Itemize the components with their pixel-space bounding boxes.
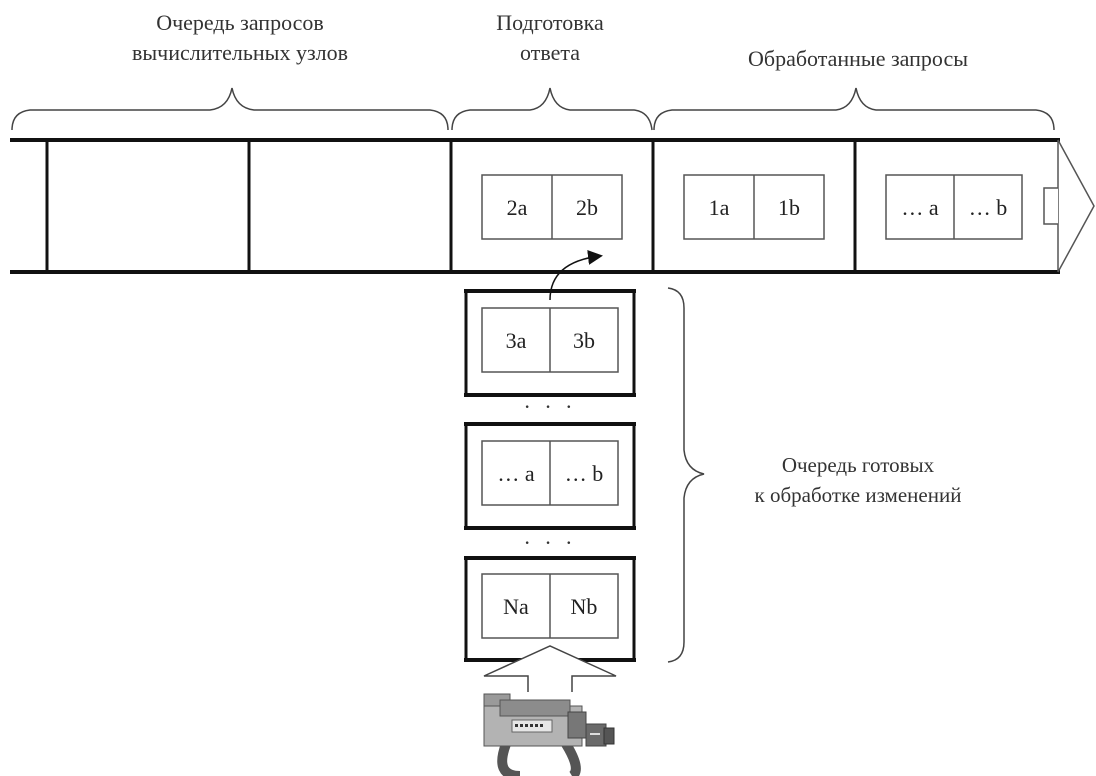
label-line: Подготовка (496, 10, 604, 35)
brace-preparing (451, 87, 653, 131)
packet-cell-a: 3a (506, 328, 527, 353)
packet-processed-more: … a … b (885, 174, 1023, 240)
brace-compute-queue (11, 87, 449, 131)
ready-slot-mid (464, 422, 636, 530)
packet-cell-b: … b (565, 461, 604, 486)
packet-cell-a: 1a (709, 195, 730, 220)
brace-processed (653, 87, 1055, 131)
label-line: ответа (520, 40, 580, 65)
packet-cell-a: 2a (507, 195, 528, 220)
label-line: Очередь запросов (156, 10, 324, 35)
transfer-arrow (549, 249, 603, 301)
label-line: Обработанные запросы (747, 46, 969, 71)
request-pipeline (10, 138, 1060, 274)
label-processed: Обработанные запросы (668, 44, 1048, 74)
label-line: Очередь готовых (781, 453, 935, 477)
packet-cell-a: … a (497, 461, 535, 486)
packet-processed-1: 1a 1b (683, 174, 825, 240)
label-preparing: Подготовка ответа (460, 8, 640, 68)
label-line: вычислительных узлов (131, 40, 349, 65)
packet-ready-bottom: Na Nb (481, 573, 619, 639)
packet-cell-b: … b (969, 195, 1008, 220)
packet-cell-a: … a (901, 195, 939, 220)
ready-slot-top (464, 289, 636, 397)
packet-cell-a: Na (503, 594, 529, 619)
input-arrow-icon (483, 645, 617, 692)
label-line: к обработке изменений (754, 483, 962, 507)
pipeline-notch (1043, 187, 1058, 225)
video-camera-icon (483, 693, 615, 776)
label-ready-queue: Очередь готовых к обработке изменений (708, 450, 1008, 510)
packet-cell-b: 1b (778, 195, 800, 220)
label-compute-queue: Очередь запросов вычислительных узлов (70, 8, 410, 68)
packet-ready-top: 3a 3b (481, 307, 619, 373)
packet-cell-b: 3b (573, 328, 595, 353)
ellipsis-lower: · · · (524, 530, 577, 555)
packet-preparing: 2a 2b (481, 174, 623, 240)
pipeline-arrow-icon (1057, 139, 1095, 273)
packet-cell-b: Nb (571, 594, 598, 619)
ellipsis-upper: · · · (524, 394, 577, 419)
packet-ready-mid: … a … b (481, 440, 619, 506)
brace-ready-queue (667, 287, 705, 663)
packet-cell-b: 2b (576, 195, 598, 220)
